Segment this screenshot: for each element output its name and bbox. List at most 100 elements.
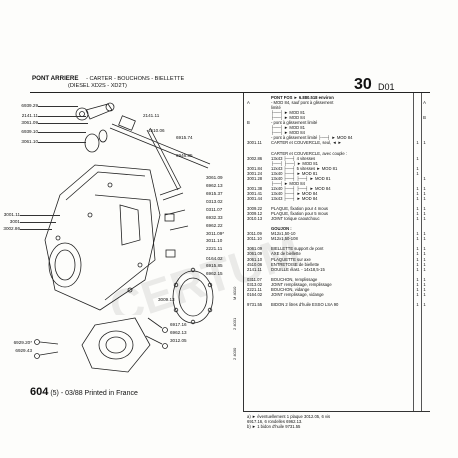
- pin-part: [146, 129, 179, 191]
- qty-col-2: 1: [423, 301, 426, 307]
- part-description: CARTER et COUVERCLE, seul, ◄ ►: [271, 140, 342, 146]
- callout-right-15: 0164.02: [206, 256, 223, 261]
- callout-right-6: 6962.13: [206, 183, 223, 188]
- qty-col-1: 1: [416, 236, 419, 242]
- page-header: PONT ARRIERE - CARTER - BOUCHONS - BIELL…: [32, 75, 184, 90]
- part-description: ENTRETOISE de biellette: [271, 261, 320, 267]
- callout-left-2: 2141.11: [21, 113, 38, 118]
- part-description: 13x40 ├──┤ ► MOD 81: [271, 170, 318, 176]
- part-ref: 3061.09: [247, 251, 263, 257]
- callout-left-6: 3001.11: [3, 212, 20, 217]
- part-description: JOINT torique caoutchouc: [271, 216, 320, 222]
- qty-col-1: 1: [416, 281, 419, 287]
- column-divider: [243, 93, 244, 411]
- qty-col-2: 1: [423, 286, 426, 292]
- part-ref: 3010.13: [247, 216, 263, 222]
- qty-col-2: 1: [423, 261, 426, 267]
- qty-col-1: 1: [416, 291, 419, 297]
- part-ref: 3061.10: [247, 256, 263, 262]
- qty-col-2: 1: [423, 291, 426, 297]
- part-description: 12x40 ├──┤ ├──┤ ► MOD 84: [271, 185, 331, 191]
- axle-housing-part: [44, 164, 161, 311]
- part-ref: 3009.12: [247, 211, 263, 217]
- section-code: D01: [378, 82, 395, 92]
- list-item: ├──┤ ► MOD 81: [247, 110, 427, 115]
- callout-right-20: 6962.13: [170, 330, 187, 335]
- part-description: ├──┤ ► MOD 84: [271, 180, 305, 186]
- print-info: (5) - 03/88 Printed in France: [50, 390, 138, 397]
- part-ref: 3001.38: [247, 185, 263, 191]
- quantity-column-line-1: [413, 93, 414, 411]
- qty-col-2: 1: [423, 276, 426, 282]
- part-ref: 0164.02: [247, 291, 263, 297]
- footnote-1: a) ► éventuellement 1 plaque 3012.05, 6 …: [247, 414, 331, 419]
- qty-col-1: 1: [416, 231, 419, 237]
- list-item: ├──┤ ├──┤ ► MOD 81: [247, 161, 427, 166]
- callout-left-5: 3061.10: [21, 139, 38, 144]
- callout-right-12: 3011.09*: [206, 231, 225, 236]
- list-item: ├──┤ ► MOD 81: [247, 125, 427, 130]
- part-ref: 3001.84: [247, 165, 263, 171]
- qty-col-1: 1: [416, 261, 419, 267]
- qty-col-2: 1: [423, 246, 426, 252]
- part-description: 13x40 ├──┤ ► MOD 84: [271, 190, 318, 196]
- list-item: ├──┤ ► MOD 84: [247, 130, 427, 135]
- callout-left-8: 3002.86: [3, 226, 20, 231]
- part-description: BIELLETTE support de pont: [271, 246, 324, 252]
- callout-right-4: 6946.85: [176, 153, 193, 158]
- part-ref: A: [247, 100, 250, 106]
- qty-col-2: 1: [423, 140, 426, 146]
- callout-left-9: 6929.20*: [13, 340, 32, 345]
- part-ref: 3002.86: [247, 155, 263, 161]
- section-title: PONT ARRIERE: [32, 75, 79, 82]
- callout-right-1: 2141.11: [143, 113, 160, 118]
- part-description: AXE de biellette: [271, 251, 301, 257]
- part-description: PONT FOS ► 6.880.518 environ: [271, 95, 334, 100]
- callout-left-1: 6939.29: [21, 103, 38, 108]
- list-item: B- pont à glissement limité: [247, 120, 427, 125]
- qty-col-2: 1: [423, 266, 426, 272]
- catalog-number: 604: [30, 386, 49, 398]
- part-ref: 3001.24: [247, 170, 263, 176]
- part-ref: 9731.55: [247, 301, 263, 307]
- part-description: - pont à glissement limité: [271, 120, 318, 126]
- qty-col-1: 1: [416, 246, 419, 252]
- lower-plate-part: [81, 317, 151, 373]
- plug-parts: [164, 213, 176, 258]
- part-ref: 3061.09: [247, 246, 263, 252]
- qty-col-2: B: [423, 115, 426, 121]
- qty-col-1: 1: [416, 301, 419, 307]
- callout-right-5: 3061.09: [206, 175, 223, 180]
- qty-col-1: 1: [416, 251, 419, 257]
- qty-col-2: 1: [423, 236, 426, 242]
- list-bottom-rule: [243, 411, 430, 412]
- part-description: DOUILLE élast. - 14x18,5-15: [271, 266, 325, 272]
- section-subtitle-engine: (DIESEL XD2S - XD2T): [68, 83, 127, 89]
- qty-col-1: 1: [416, 190, 419, 196]
- list-item: PONT FOS ► 6.880.518 environ: [247, 95, 427, 100]
- callout-right-16: 6915.85: [206, 263, 223, 268]
- qty-col-1: 1: [416, 165, 419, 171]
- callout-right-11: 6962.22: [206, 223, 223, 228]
- section-subtitle: - CARTER - BOUCHONS - BIELLETTE: [86, 76, 185, 82]
- part-description: ├──┤ ► MOD 81: [271, 110, 305, 116]
- qty-col-2: 1: [423, 206, 426, 212]
- callout-right-13: 3011.10: [206, 238, 223, 243]
- qty-col-1: 1: [416, 155, 419, 161]
- callout-left-4: 6939.10: [21, 129, 38, 134]
- list-item: GOUJON :: [247, 226, 427, 231]
